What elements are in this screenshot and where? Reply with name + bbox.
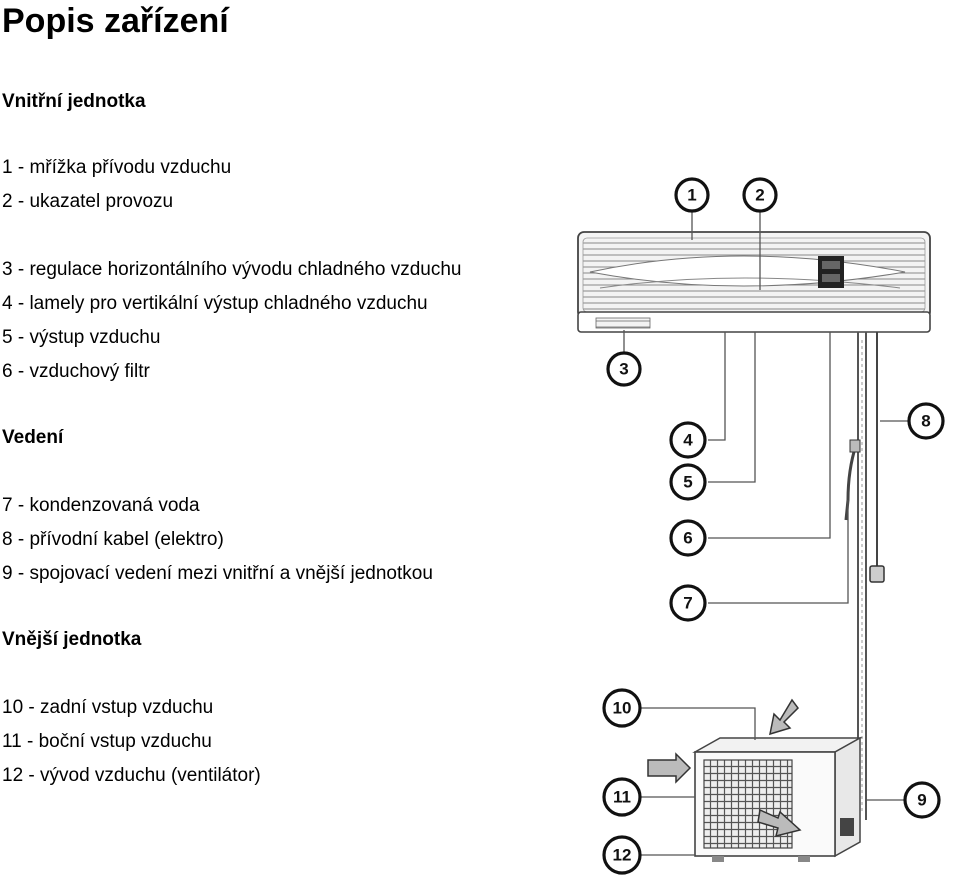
list-item: 10 - zadní vstup vzduchu — [2, 697, 214, 718]
list-item: 7 - kondenzovaná voda — [2, 495, 200, 516]
side-air-inlet-arrow — [647, 752, 692, 784]
list-item: 11 - boční vstup vzduchu — [2, 731, 212, 752]
rear-air-inlet-arrow — [769, 698, 799, 736]
outdoor-unit — [692, 736, 863, 862]
operation-indicator — [818, 256, 844, 288]
list-item: 8 - přívodní kabel (elektro) — [2, 529, 224, 550]
callout-10: 10 — [602, 688, 642, 728]
svg-text:11: 11 — [613, 788, 631, 807]
svg-text:5: 5 — [683, 473, 692, 492]
list-item: 3 - regulace horizontálního vývodu chlad… — [2, 259, 462, 280]
callout-7: 7 — [669, 584, 707, 622]
svg-text:3: 3 — [619, 360, 628, 379]
list-item: 12 - vývod vzduchu (ventilátor) — [2, 765, 261, 786]
list-item: 4 - lamely pro vertikální výstup chladné… — [2, 293, 428, 314]
indoor-unit — [577, 231, 931, 333]
svg-text:6: 6 — [683, 529, 692, 548]
air-conditioner-diagram: 1 2 3 4 5 6 7 8 9 10 11 12 — [577, 177, 945, 875]
page-title: Popis zařízení — [2, 2, 229, 40]
list-item: 6 - vzduchový filtr — [2, 361, 150, 382]
svg-text:7: 7 — [683, 594, 692, 613]
callout-11: 11 — [602, 777, 642, 817]
callout-2: 2 — [742, 177, 778, 213]
section-heading-indoor-unit: Vnitřní jednotka — [2, 91, 146, 112]
list-item: 1 - mřížka přívodu vzduchu — [2, 157, 232, 178]
list-item: 5 - výstup vzduchu — [2, 327, 161, 348]
callout-5: 5 — [669, 463, 707, 501]
airflow-arrows — [647, 698, 802, 838]
list-item: 9 - spojovací vedení mezi vnitřní a vněj… — [2, 563, 433, 584]
section-heading-outdoor-unit: Vnější jednotka — [2, 629, 142, 650]
callout-6: 6 — [669, 519, 707, 557]
list-item: 2 - ukazatel provozu — [2, 191, 174, 212]
svg-text:9: 9 — [917, 791, 926, 810]
svg-text:4: 4 — [683, 431, 693, 450]
svg-text:1: 1 — [687, 186, 696, 205]
callout-3: 3 — [606, 351, 642, 387]
leader-lines — [623, 212, 909, 856]
callout-9: 9 — [903, 781, 941, 819]
callout-4: 4 — [669, 421, 707, 459]
connection-lines — [844, 332, 885, 820]
callout-8: 8 — [907, 402, 945, 440]
svg-text:8: 8 — [921, 412, 930, 431]
svg-text:2: 2 — [755, 186, 764, 205]
section-heading-lines: Vedení — [2, 427, 64, 448]
svg-text:10: 10 — [613, 699, 632, 718]
air-outlet-arrow — [757, 808, 802, 838]
callout-1: 1 — [674, 177, 710, 213]
svg-text:12: 12 — [613, 846, 632, 865]
callout-12: 12 — [602, 835, 642, 875]
